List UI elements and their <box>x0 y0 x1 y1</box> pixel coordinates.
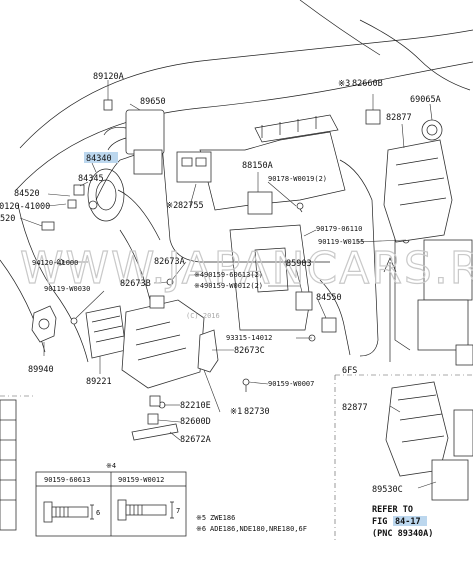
refer-line1: REFER TO <box>372 505 413 515</box>
label-89650[interactable]: 89650 <box>140 97 166 107</box>
footnotes: ※5 ZWE186 ※6 ADE186,NDE180,NRE180,6F <box>196 514 307 533</box>
label-82877-lower[interactable]: 82877 <box>342 403 368 413</box>
label-82673A[interactable]: 82673A <box>154 257 185 267</box>
note5-mark: ※5 <box>196 514 206 522</box>
refer-note: REFER TO FIG 84-17 (PNC 89340A) <box>372 505 433 539</box>
label-93315-14012[interactable]: 93315-14012 <box>226 334 272 342</box>
label-90159-W0012[interactable]: 90159-W0012(2) <box>204 282 263 290</box>
watermark: WWW.JAPANCARS.RU <box>20 243 473 294</box>
label-89940[interactable]: 89940 <box>28 365 54 375</box>
legend-title: ※4 <box>106 462 116 470</box>
note6-text: ADE186,NDE180,NRE180,6F <box>210 525 307 533</box>
label-90179-06110[interactable]: 90179-06110 <box>316 225 362 233</box>
legend-dim1: 6 <box>96 509 100 517</box>
label-84550[interactable]: 84550 <box>316 293 342 303</box>
label-94120-41000[interactable]: 94120-41000 <box>32 259 78 267</box>
legend-col2: 90159-W0012 <box>118 476 164 484</box>
label-82600D[interactable]: 82600D <box>180 417 211 427</box>
label-6FS: 6FS <box>342 366 357 376</box>
bolt-legend: ※4 90159-60613 90159-W0012 6 7 <box>35 462 187 537</box>
marker-3: ※3 <box>338 79 350 89</box>
refer-line2-prefix: FIG <box>372 517 387 527</box>
copyright-text: (C) 2016 <box>186 312 220 320</box>
label-520[interactable]: 520 <box>0 214 15 224</box>
bolt-60613-icon <box>43 501 94 523</box>
label-88150A[interactable]: 88150A <box>242 161 273 171</box>
component-shapes <box>31 99 473 501</box>
label-84340[interactable]: 84340 <box>86 154 112 164</box>
label-90119-W0030[interactable]: 90119-W0030 <box>44 285 90 293</box>
label-85903[interactable]: 85903 <box>286 259 312 269</box>
highlight-84340 <box>84 152 118 163</box>
part-labels: 89120A 89650 84340 84345 84520 90120-410… <box>0 72 441 495</box>
marker-1: ※1 <box>230 407 242 417</box>
label-82877-upper[interactable]: 82877 <box>386 113 412 123</box>
marker-4b: ※4 <box>194 282 204 290</box>
label-89530C[interactable]: 89530C <box>372 485 403 495</box>
label-82210E[interactable]: 82210E <box>180 401 211 411</box>
label-82660B[interactable]: 82660B <box>352 79 383 89</box>
label-89221[interactable]: 89221 <box>86 377 112 387</box>
legend-dim2: 7 <box>176 507 180 515</box>
note6-mark: ※6 <box>196 525 206 533</box>
label-90159-60613[interactable]: 90159-60613(2) <box>204 271 263 279</box>
label-82673C[interactable]: 82673C <box>234 346 265 356</box>
label-84520[interactable]: 84520 <box>14 189 40 199</box>
marker-2: ※2 <box>166 201 178 211</box>
label-69065A[interactable]: 69065A <box>410 95 441 105</box>
leader-lines <box>19 80 437 489</box>
marker-4a: ※4 <box>194 271 204 279</box>
dashed-boundaries <box>0 374 473 540</box>
label-89120A[interactable]: 89120A <box>93 72 124 82</box>
legend-col1: 90159-60613 <box>44 476 90 484</box>
refer-line3: (PNC 89340A) <box>372 529 433 539</box>
highlight-refer <box>393 516 427 526</box>
bolt-W0012-icon <box>117 499 174 521</box>
label-82730[interactable]: 82730 <box>244 407 270 417</box>
label-82755[interactable]: 82755 <box>178 201 204 211</box>
label-82673B[interactable]: 82673B <box>120 279 151 289</box>
label-82672A[interactable]: 82672A <box>180 435 211 445</box>
left-table <box>0 399 17 531</box>
dashboard-outline <box>0 0 473 363</box>
label-84345[interactable]: 84345 <box>78 174 104 184</box>
note5-text: ZWE186 <box>210 514 235 522</box>
label-90178-W0019[interactable]: 90178-W0019(2) <box>268 175 327 183</box>
label-90120-41000[interactable]: 90120-41000 <box>0 202 50 212</box>
label-90159-W0007[interactable]: 90159-W0007 <box>268 380 314 388</box>
label-90119-W0155[interactable]: 90119-W0155 <box>318 238 364 246</box>
refer-figure-link[interactable]: 84-17 <box>395 517 421 527</box>
